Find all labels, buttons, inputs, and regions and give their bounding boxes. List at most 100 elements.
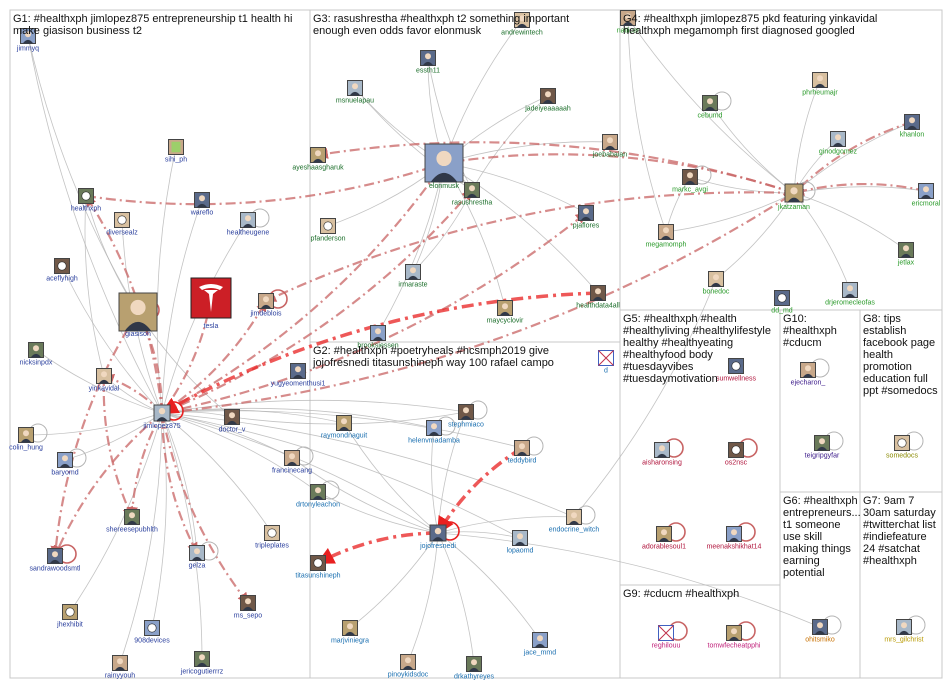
node-adorablesoul1[interactable]: adorablesoul1 [642, 527, 686, 551]
node-pfanderson[interactable]: pfanderson [310, 219, 345, 243]
node-reghilouu[interactable]: reghilouu [652, 626, 681, 650]
node-label: drkathyreyes [454, 674, 495, 681]
node-tripleplates[interactable]: tripleplates [255, 526, 289, 550]
node-label: jkatzaman [777, 204, 810, 211]
node-giasison[interactable]: giasison [119, 293, 157, 338]
node-markc_avgi[interactable]: markc_avgi [672, 170, 708, 194]
node-diversealz[interactable]: diversealz [106, 213, 138, 237]
node-nicksinpdx[interactable]: nicksinpdx [20, 343, 53, 367]
node-label: jimlopez875 [142, 423, 180, 430]
node-healtheugene[interactable]: healtheugene [227, 213, 270, 237]
node-label: pfanderson [310, 236, 345, 243]
group-title-g4: healthxph megamomph first diagnosed goog… [623, 25, 855, 37]
node-jadeiyeaaaaah[interactable]: jadeiyeaaaaah [524, 89, 571, 113]
node-jkatzaman[interactable]: jkatzaman [777, 184, 810, 211]
node-label: irmaraste [398, 282, 427, 289]
node-label: jace_mmd [523, 650, 556, 657]
group-title-g9: G9: #cducm #healthxph [623, 588, 739, 600]
node-irmaraste[interactable]: irmaraste [398, 265, 427, 289]
node-somedocs[interactable]: somedocs [886, 436, 918, 460]
node-ejecharon_[interactable]: ejecharon_ [791, 363, 826, 387]
edge-jkatzaman-to-elonmusk [444, 154, 794, 193]
node-dd_md[interactable]: dd_md [771, 291, 793, 315]
node-jace_mmd[interactable]: jace_mmd [523, 633, 556, 657]
group-title-g5: G5: #healthxph #health [623, 313, 737, 325]
node-label: d [604, 368, 608, 375]
node-ms_sepo[interactable]: ms_sepo [234, 596, 263, 620]
node-label: drjeromecleofas [825, 300, 875, 307]
node-msnuelapau[interactable]: msnuelapau [336, 81, 374, 105]
node-drjeromecleofas[interactable]: drjeromecleofas [825, 283, 875, 307]
node-megamomph[interactable]: megamomph [646, 225, 687, 249]
node-cebumd[interactable]: cebumd [698, 96, 723, 120]
node-sihi_ph[interactable]: sihi_ph [165, 140, 187, 164]
group-title-g7: #indiefeature [863, 531, 927, 543]
edge-megamomph-to-jkatzaman [666, 193, 794, 232]
node-aceflyhigh[interactable]: aceflyhigh [46, 259, 78, 283]
node-rainyyouh[interactable]: rainyyouh [105, 656, 135, 680]
node-colin_hung[interactable]: colin_hung [9, 428, 43, 452]
node-label: 908devices [134, 638, 170, 645]
node-908devices[interactable]: 908devices [134, 621, 170, 645]
node-baryomd[interactable]: baryomd [51, 453, 78, 477]
node-joebabaian[interactable]: joebabaian [592, 135, 627, 159]
node-stephmiaco[interactable]: stephmiaco [448, 405, 484, 429]
node-label: titasunshineph [295, 573, 340, 580]
node-d[interactable]: d [599, 351, 614, 375]
group-title-g1: G1: #healthxph jimlopez875 entrepreneurs… [13, 13, 292, 25]
edge-phrheumajr-to-jkatzaman [794, 80, 820, 193]
group-title-g3: G3: rasushrestha #healthxph t2 something… [313, 13, 569, 25]
node-label: jojofresnedi [419, 543, 456, 550]
node-mrs_gilchrist[interactable]: mrs_gilchrist [884, 620, 923, 644]
node-marjviniegra[interactable]: marjviniegra [331, 621, 369, 645]
node-pinoykidsdoc[interactable]: pinoykidsdoc [388, 655, 429, 679]
node-label: marjviniegra [331, 638, 369, 645]
node-jimdeblois[interactable]: jimdeblois [249, 294, 282, 318]
node-pjaflores[interactable]: pjaflores [573, 206, 600, 230]
node-tesla[interactable]: tesla [191, 278, 231, 330]
node-label: somedocs [886, 453, 918, 460]
node-essth11[interactable]: essth11 [416, 51, 440, 75]
edge-sihi_ph-to-jimlopez875 [157, 147, 176, 413]
node-maycyclovir[interactable]: maycyclovir [487, 301, 524, 325]
node-phrheumajr[interactable]: phrheumajr [802, 73, 838, 97]
group-title-g6: G6: #healthxph [783, 495, 858, 507]
edge-jimlopez875-to-ms_sepo [162, 413, 248, 603]
node-os2nsc[interactable]: os2nsc [725, 443, 748, 467]
node-elonmusk[interactable]: elonmusk [425, 144, 463, 190]
node-label: ginodgomez [819, 149, 858, 156]
node-raymondnaguit[interactable]: raymondnaguit [321, 416, 367, 440]
node-label: khanlon [900, 132, 925, 139]
group-title-g8: ppt #somedocs [863, 385, 938, 397]
node-aisharonsing[interactable]: aisharonsing [642, 443, 682, 467]
node-label: nicksinpdx [20, 360, 53, 367]
node-jhexhibit[interactable]: jhexhibit [56, 605, 83, 629]
node-sumwellness[interactable]: sumwellness [716, 359, 757, 383]
node-ayeshaasgharuk[interactable]: ayeshaasgharuk [292, 148, 344, 172]
node-drtonyleachon[interactable]: drtonyleachon [296, 485, 340, 509]
node-label: lopaomd [507, 548, 534, 555]
node-jericogutierrrz[interactable]: jericogutierrrz [180, 652, 224, 676]
node-teigripgyfar[interactable]: teigripgyfar [805, 436, 840, 460]
node-ginodgomez[interactable]: ginodgomez [819, 132, 858, 156]
node-bonedoc[interactable]: bonedoc [703, 272, 730, 296]
node-lopaomd[interactable]: lopaomd [507, 531, 534, 555]
node-drkathyreyes[interactable]: drkathyreyes [454, 657, 495, 681]
node-shereesepubhlth[interactable]: shereesepubhlth [106, 510, 158, 534]
edge-jimmyq-to-giasison [28, 36, 138, 312]
node-yinkavidal[interactable]: yinkavidal [89, 369, 120, 393]
node-label: markc_avgi [672, 187, 708, 194]
node-khanlon[interactable]: khanlon [900, 115, 925, 139]
node-healthdata4all[interactable]: healthdata4all [576, 286, 620, 310]
group-title-g7: #healthxph [863, 555, 917, 567]
edge-ohitsmiko-to-jojofresnedi [438, 533, 820, 627]
node-label: meenakshikhat14 [707, 544, 762, 551]
node-label: essth11 [416, 68, 440, 75]
node-ericmoral[interactable]: ericmoral [912, 184, 941, 208]
node-label: ericmoral [912, 201, 941, 208]
node-jetlax[interactable]: jetlax [897, 243, 915, 267]
node-gelza[interactable]: gelza [189, 546, 206, 570]
node-doctor_v[interactable]: doctor_v [219, 410, 246, 434]
node-titasunshineph[interactable]: titasunshineph [295, 556, 340, 580]
node-healthxph[interactable]: healthxph [71, 189, 101, 213]
